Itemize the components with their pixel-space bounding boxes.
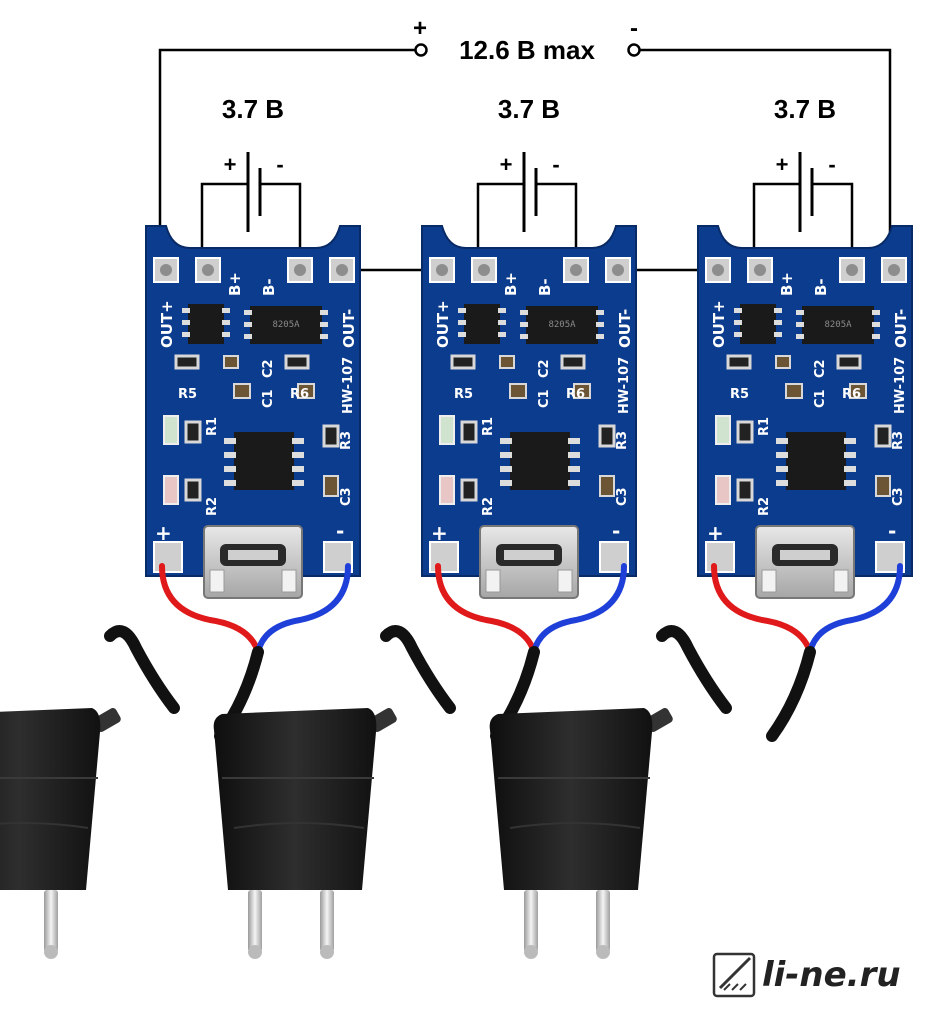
charger-wire-red	[159, 563, 261, 655]
board-label-c3: C3	[891, 487, 906, 506]
board-label-b-minus: B-	[536, 278, 554, 296]
board-label-b-plus: B+	[778, 272, 796, 296]
module-2: 3.7 В + - OUT+ B+ B- OUT- HW-107 R5 C2 C…	[214, 94, 638, 959]
board-label-in-plus: +	[707, 521, 724, 545]
board-label-r6: R6	[290, 387, 309, 402]
watermark-text: li-ne.ru	[762, 955, 901, 995]
board-label-r1: R1	[757, 417, 772, 436]
board-label-r1: R1	[205, 417, 220, 436]
board-label-out-plus: OUT+	[158, 300, 176, 348]
charger-wire-red	[435, 563, 537, 655]
board-label-b-plus: B+	[502, 272, 520, 296]
battery-symbol: + -	[200, 152, 302, 266]
output-terminals: + 12.6 В max -	[158, 15, 892, 262]
cell-voltage-label: 3.7 В	[774, 94, 836, 124]
board-label-c2: C2	[813, 359, 828, 378]
board-label-r6: R6	[842, 387, 861, 402]
cell-minus-sign: -	[552, 152, 559, 177]
board-label-b-plus: B+	[226, 272, 244, 296]
board-label-in-plus: +	[431, 521, 448, 545]
board-label-r5: R5	[454, 387, 473, 402]
battery-symbol: + -	[752, 152, 854, 266]
board-label-in-minus: -	[612, 519, 620, 543]
board-label-r3: R3	[891, 431, 906, 450]
board-label-r1: R1	[481, 417, 496, 436]
board-label-c2: C2	[537, 359, 552, 378]
board-label-b-minus: B-	[812, 278, 830, 296]
board-label-in-plus: +	[155, 521, 172, 545]
board-label-out-minus: OUT-	[616, 309, 634, 348]
output-voltage-label: 12.6 В max	[459, 35, 595, 65]
output-wire-positive	[158, 48, 416, 262]
board-label-out-minus: OUT-	[340, 309, 358, 348]
board-label-c1: C1	[537, 389, 552, 408]
charger-wire-blue	[531, 563, 627, 655]
charger-wire-blue	[255, 563, 351, 655]
battery-symbol: + -	[476, 152, 578, 266]
board-label-r6: R6	[566, 387, 585, 402]
board-label-out-plus: OUT+	[434, 300, 452, 348]
tp4056-board: OUT+ B+ B- OUT- HW-107 R5 C2 C1 R6 R1 R3…	[696, 224, 914, 600]
cell-plus-sign: +	[776, 152, 789, 177]
module-3: 3.7 В + - OUT+ B+ B- OUT- HW-107 R5 C2 C…	[490, 94, 914, 959]
tp4056-board: OUT+ B+ B- OUT- HW-107 R5 C2 C1 R6 R1 R3…	[144, 224, 362, 600]
pencil-ruler-icon	[712, 952, 756, 998]
cell-minus-sign: -	[276, 152, 283, 177]
watermark: li-ne.ru	[712, 952, 901, 998]
cell-minus-sign: -	[828, 152, 835, 177]
board-label-r2: R2	[757, 497, 772, 516]
board-label-r3: R3	[339, 431, 354, 450]
board-label-out-plus: OUT+	[710, 300, 728, 348]
board-label-c3: C3	[615, 487, 630, 506]
board-label-r5: R5	[730, 387, 749, 402]
board-label-c2: C2	[261, 359, 276, 378]
board-label-out-minus: OUT-	[892, 309, 910, 348]
board-label-in-minus: -	[336, 519, 344, 543]
output-terminal-positive	[414, 43, 428, 57]
board-label-c3: C3	[339, 487, 354, 506]
output-terminal-negative	[627, 43, 641, 57]
board-label-model: HW-107	[341, 357, 356, 414]
output-plus-sign: +	[413, 15, 427, 42]
board-label-model: HW-107	[617, 357, 632, 414]
board-label-b-minus: B-	[260, 278, 278, 296]
board-label-r3: R3	[615, 431, 630, 450]
charger-cable	[766, 646, 816, 742]
board-label-r2: R2	[205, 497, 220, 516]
output-minus-sign: -	[630, 15, 638, 42]
board-label-in-minus: -	[888, 519, 896, 543]
charger-wire-blue	[807, 563, 903, 655]
charger-wire-red	[711, 563, 813, 655]
wall-charger	[0, 631, 174, 959]
board-label-c1: C1	[261, 389, 276, 408]
board-label-model: HW-107	[893, 357, 908, 414]
output-wire-negative	[640, 48, 892, 262]
cell-plus-sign: +	[224, 152, 237, 177]
board-label-c1: C1	[813, 389, 828, 408]
board-label-r5: R5	[178, 387, 197, 402]
tp4056-board: OUT+ B+ B- OUT- HW-107 R5 C2 C1 R6 R1 R3…	[420, 224, 638, 600]
cell-plus-sign: +	[500, 152, 513, 177]
cell-voltage-label: 3.7 В	[498, 94, 560, 124]
cell-voltage-label: 3.7 В	[222, 94, 284, 124]
board-label-r2: R2	[481, 497, 496, 516]
